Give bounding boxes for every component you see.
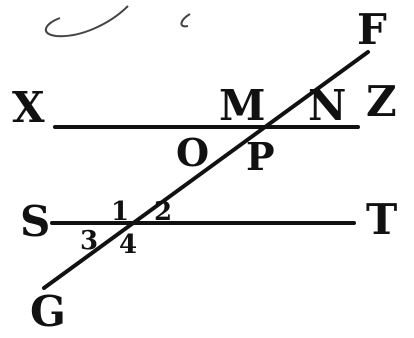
label-angle-2: 2 bbox=[154, 197, 172, 227]
decorative-script-flourish bbox=[45, 5, 191, 38]
label-point-x: X bbox=[12, 83, 45, 132]
transversal-fg bbox=[42, 50, 370, 290]
label-point-t: T bbox=[366, 195, 397, 244]
label-angle-4: 4 bbox=[119, 230, 137, 260]
label-angle-1: 1 bbox=[111, 197, 129, 227]
label-point-n: N bbox=[308, 81, 346, 130]
label-point-p: P bbox=[246, 134, 275, 179]
label-point-s: S bbox=[20, 197, 50, 246]
label-angle-3: 3 bbox=[80, 226, 98, 256]
label-point-m: M bbox=[219, 81, 266, 130]
label-point-z: Z bbox=[366, 77, 397, 126]
label-point-o: O bbox=[176, 130, 209, 175]
label-point-g: G bbox=[30, 287, 66, 336]
label-point-f: F bbox=[357, 5, 387, 54]
